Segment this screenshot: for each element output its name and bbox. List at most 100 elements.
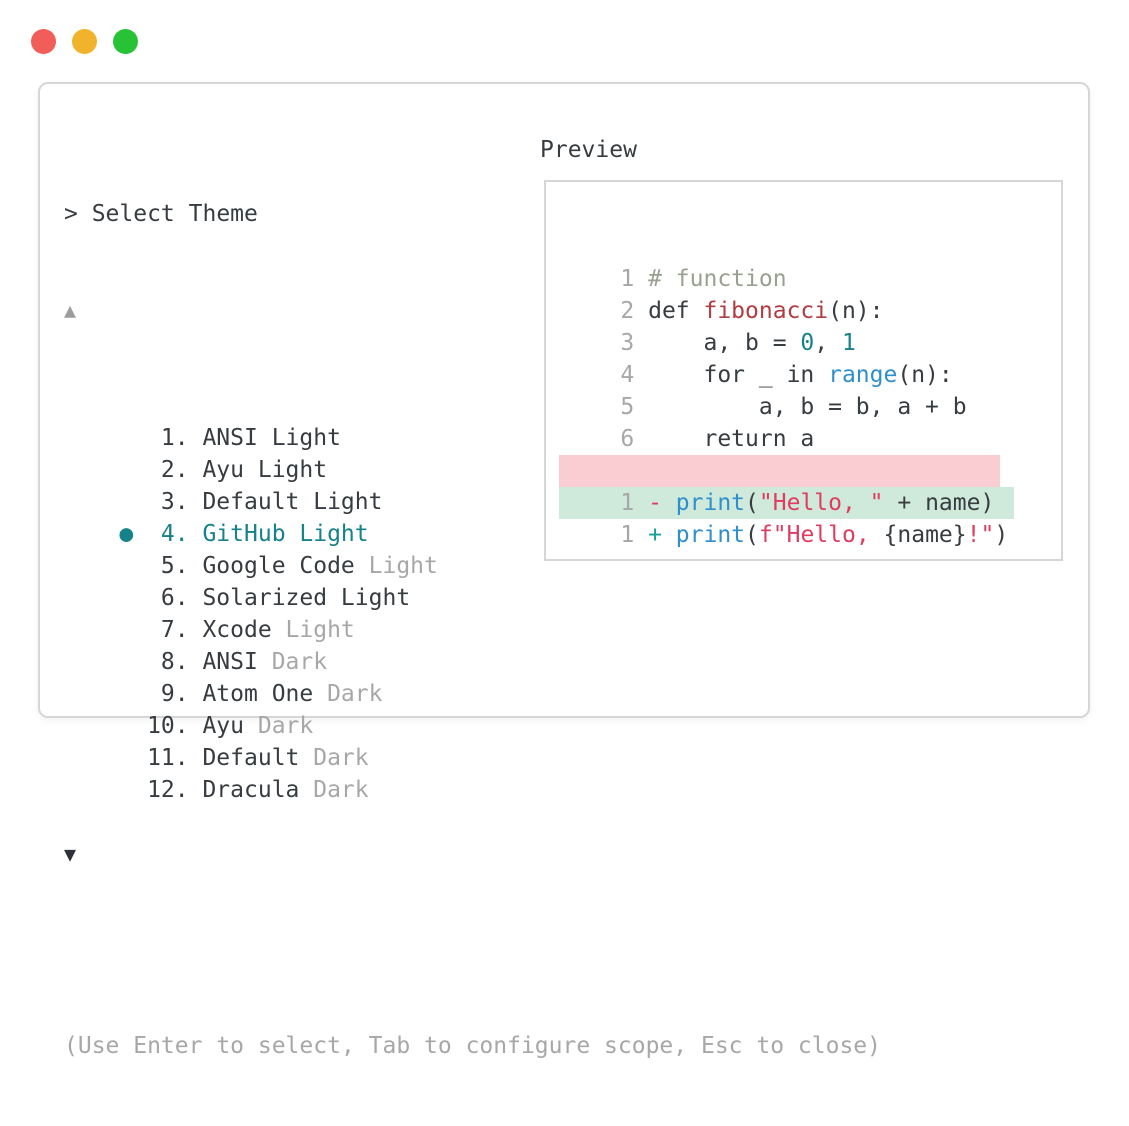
- theme-number: 8.: [160, 649, 189, 675]
- code-token: range: [828, 362, 898, 388]
- code-line: 3 a, b = 0, 1: [565, 295, 855, 356]
- theme-list-item[interactable]: 2. Ayu Light: [64, 422, 881, 483]
- line-number: 4: [620, 362, 635, 388]
- code-token: (: [745, 490, 759, 516]
- code-token: fibonacci: [703, 298, 829, 324]
- theme-name: Xcode: [202, 617, 272, 643]
- theme-number: 5.: [160, 553, 189, 579]
- theme-number: 9.: [160, 681, 189, 707]
- help-text: (Use Enter to select, Tab to configure s…: [64, 1033, 881, 1059]
- line-code: return a: [648, 426, 814, 452]
- code-token: 1: [841, 330, 856, 356]
- theme-name: Solarized Light: [202, 585, 411, 611]
- theme-list-item[interactable]: ● 4. GitHub Light: [64, 486, 881, 547]
- code-token: +: [648, 522, 676, 548]
- line-code: + print(f"Hello, {name}!"): [648, 522, 1008, 548]
- theme-list-item[interactable]: 6.Solarized Light: [64, 550, 881, 611]
- code-token: ,: [814, 330, 842, 356]
- theme-number: 12.: [147, 777, 189, 803]
- code-token: + name): [883, 490, 995, 516]
- line-number: 6: [620, 426, 635, 452]
- code-line: 4 for _ in range(n):: [565, 327, 952, 388]
- palette-prompt: > Select Theme: [64, 201, 258, 227]
- theme-variant: Light: [285, 617, 355, 643]
- theme-name: Ayu Light: [202, 457, 328, 483]
- code-token: -: [648, 490, 676, 516]
- code-line: 1 # function: [565, 231, 786, 292]
- theme-variant: Light: [368, 553, 438, 579]
- code-line: 2 def fibonacci(n):: [565, 263, 883, 324]
- line-number: 5: [620, 394, 635, 420]
- scroll-up-indicator[interactable]: ▲: [64, 298, 77, 322]
- theme-variant: Dark: [313, 745, 369, 771]
- code-token: print: [675, 490, 746, 516]
- window-controls: [31, 29, 138, 54]
- theme-number: 4.: [160, 521, 189, 547]
- line-code: def fibonacci(n):: [648, 298, 883, 324]
- code-token: (n):: [828, 298, 884, 324]
- theme-list-item[interactable]: 9. Atom One Dark: [64, 646, 881, 707]
- theme-number: 10.: [147, 713, 189, 739]
- theme-list-item[interactable]: 3. Default Light: [64, 454, 881, 515]
- code-line: 6 return a: [565, 391, 814, 452]
- theme-name: Default Light: [202, 489, 383, 515]
- line-number: 1: [620, 522, 635, 548]
- theme-list-item[interactable]: 5. Google Code Light: [64, 518, 881, 579]
- theme-name: ANSI Light: [202, 425, 341, 451]
- theme-list-item[interactable]: 10. Ayu Dark: [64, 678, 881, 739]
- code-token: (: [745, 522, 759, 548]
- theme-number: 2.: [160, 457, 189, 483]
- theme-number: 3.: [160, 489, 189, 515]
- code-token: (n):: [897, 362, 953, 388]
- code-line: 1- print("Hello, " + name): [559, 455, 1001, 516]
- theme-name: Ayu: [202, 713, 244, 739]
- selection-bullet: ●: [119, 521, 134, 547]
- preview-title: Preview: [540, 137, 637, 163]
- line-code: a, b = 0, 1: [648, 330, 856, 356]
- line-number: 1: [620, 266, 635, 292]
- code-token: def: [648, 298, 704, 324]
- code-token: a, b = b, a + b: [648, 394, 967, 420]
- theme-name: Google Code: [202, 553, 355, 579]
- line-number: 1: [620, 490, 635, 516]
- theme-name: Default: [202, 745, 300, 771]
- theme-name: Dracula: [202, 777, 300, 803]
- maximize-button[interactable]: [113, 29, 138, 54]
- code-token: {name}: [883, 522, 967, 548]
- code-token: "Hello, ": [758, 490, 884, 516]
- theme-number: 7.: [160, 617, 189, 643]
- code-line: 1 + print(f"Hello, {name}!"): [559, 487, 1015, 548]
- code-token: for _ in: [648, 362, 829, 388]
- minimize-button[interactable]: [72, 29, 97, 54]
- line-number: 2: [620, 298, 635, 324]
- theme-variant: Dark: [313, 777, 369, 803]
- theme-list-item[interactable]: 1. ANSI Light: [64, 390, 881, 451]
- line-code: - print("Hello, " + name): [648, 490, 994, 516]
- code-token: !": [966, 522, 995, 548]
- line-code: # function: [648, 266, 786, 292]
- theme-list-item[interactable]: 8. ANSI Dark: [64, 614, 881, 675]
- theme-name: ANSI: [202, 649, 258, 675]
- code-token: # function: [648, 266, 787, 292]
- code-token: return a: [648, 426, 815, 452]
- theme-variant: Dark: [271, 649, 328, 675]
- scroll-down-indicator[interactable]: ▼: [64, 842, 77, 866]
- diff-block: 1- print("Hello, " + name) 1+ print(f"He…: [559, 455, 1061, 548]
- theme-list-item[interactable]: 7. Xcode Light: [64, 582, 881, 643]
- theme-variant: Dark: [257, 713, 314, 739]
- line-code: a, b = b, a + b: [648, 394, 967, 420]
- code-token: ): [994, 522, 1009, 548]
- theme-number: 1.: [160, 425, 189, 451]
- theme-name: Atom One: [202, 681, 314, 707]
- theme-picker-window: > Select Theme ▲ 1. ANSI Light 2. Ayu Ligh…: [38, 82, 1090, 1059]
- line-number: 3: [620, 330, 635, 356]
- code-token: 0: [800, 330, 815, 356]
- close-button[interactable]: [31, 29, 56, 54]
- theme-name: GitHub Light: [202, 521, 369, 547]
- code-token: a, b =: [648, 330, 801, 356]
- theme-variant: Dark: [327, 681, 383, 707]
- code-token: print: [675, 522, 746, 548]
- code-line: 5 a, b = b, a + b: [565, 359, 966, 420]
